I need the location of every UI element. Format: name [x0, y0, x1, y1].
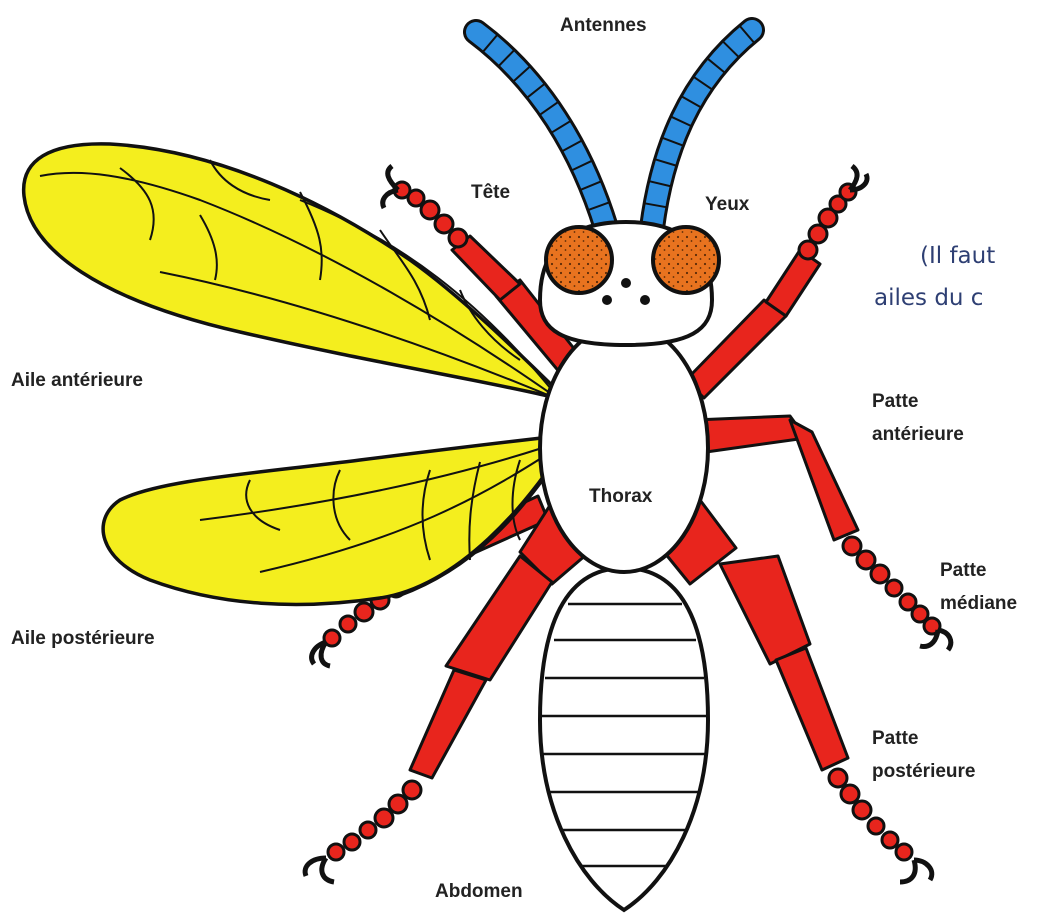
hind-leg-right-tarsus: [829, 769, 912, 860]
label-aile-posterieure: Aile postérieure: [11, 628, 155, 649]
abdomen-shape: [540, 568, 708, 910]
eye-left: [546, 227, 612, 293]
label-abdomen: Abdomen: [435, 881, 523, 902]
label-patte-mediane-1: Patte: [940, 560, 986, 581]
eye-right: [653, 227, 719, 293]
ocellus-left: [602, 295, 612, 305]
label-patte-anterieure-2: antérieure: [872, 424, 964, 445]
label-aile-anterieure: Aile antérieure: [11, 370, 143, 391]
label-tete: Tête: [471, 182, 510, 203]
note-line-1: (Il faut: [920, 243, 995, 269]
front-leg-left-tarsus: [394, 182, 467, 247]
ocellus-right: [640, 295, 650, 305]
label-antennes: Antennes: [560, 15, 647, 36]
note-line-2: ailes du c: [874, 285, 983, 311]
label-thorax: Thorax: [589, 486, 653, 507]
ocellus-top: [621, 278, 631, 288]
label-yeux: Yeux: [705, 194, 750, 215]
label-patte-mediane-2: médiane: [940, 593, 1017, 614]
hind-leg-left-tarsus: [328, 781, 421, 860]
label-patte-anterieure-1: Patte: [872, 391, 918, 412]
middle-leg-right-tarsus: [843, 537, 940, 634]
middle-leg-right: [694, 416, 951, 650]
label-patte-posterieure-2: postérieure: [872, 761, 975, 782]
front-leg-right-tarsus: [799, 184, 856, 259]
label-patte-posterieure-1: Patte: [872, 728, 918, 749]
thorax-shape: [540, 324, 708, 572]
